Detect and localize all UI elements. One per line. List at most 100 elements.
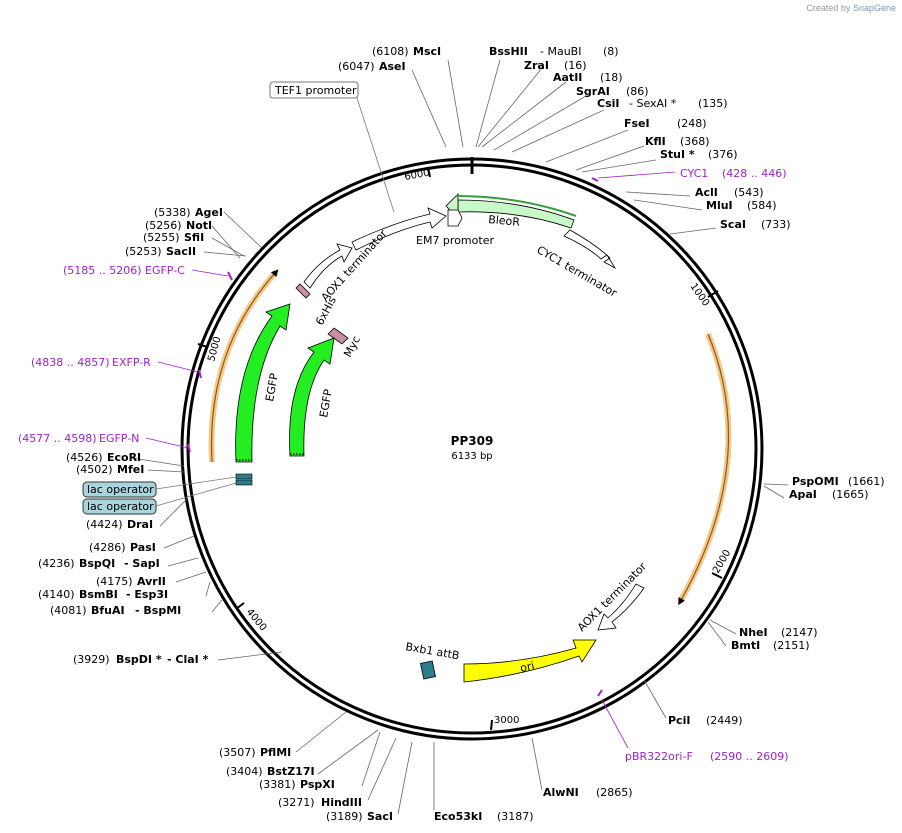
site-csiI-name: CsiI bbox=[597, 97, 619, 110]
lac-operator-2-leader bbox=[155, 482, 237, 507]
site-pflMI[interactable]: (3507) PflMI bbox=[219, 746, 291, 759]
site-alwNI[interactable]: AlwNI (2865) bbox=[543, 786, 633, 799]
site-eco53kI[interactable]: Eco53kI (3187) bbox=[434, 810, 534, 823]
site-aclI[interactable]: AclI (543) bbox=[695, 186, 764, 199]
site-pciI-name: PciI bbox=[668, 714, 690, 727]
site-pasI-pos: (4286) bbox=[89, 541, 126, 554]
bxb1-attb-label: Bxb1 attB bbox=[404, 640, 460, 662]
site-bspQI-extra: - SapI bbox=[124, 557, 160, 570]
site-pspOMI[interactable]: PspOMI (1661) bbox=[792, 475, 885, 488]
site-pciI[interactable]: PciI (2449) bbox=[668, 714, 743, 727]
site-sacI-pos: (3189) bbox=[326, 810, 363, 823]
primer-egfp-c[interactable]: (5185 .. 5206) EGFP-C bbox=[63, 264, 233, 281]
egfp-inner-feature[interactable] bbox=[289, 337, 335, 457]
site-stuI-name: StuI * bbox=[660, 148, 695, 161]
site-apaI-pos: (1665) bbox=[832, 488, 869, 501]
site-mscI-pos: (6108) bbox=[372, 45, 409, 58]
primer-egfp-n[interactable]: (4577 .. 4598) EGFP-N bbox=[18, 432, 191, 453]
site-notI-name: NotI bbox=[186, 219, 212, 232]
lac-operator-1-label: lac operator bbox=[87, 483, 154, 496]
site-mscI[interactable]: (6108) MscI bbox=[372, 45, 441, 58]
bleor-feature[interactable] bbox=[457, 199, 575, 229]
site-ageI[interactable]: (5338) AgeI bbox=[154, 206, 223, 219]
site-sfiI-name: SfiI bbox=[184, 231, 204, 244]
site-csiI[interactable]: CsiI - SexAI * (135) bbox=[597, 97, 728, 110]
primer-egfp-n-range: (4577 .. 4598) bbox=[18, 432, 97, 445]
site-bspDI[interactable]: (3929) BspDI * - ClaI * bbox=[73, 653, 209, 666]
site-nheI[interactable]: NheI (2147) bbox=[739, 626, 818, 639]
site-ecoRI[interactable]: (4526) EcoRI bbox=[66, 451, 141, 464]
site-bspDI-pos: (3929) bbox=[73, 653, 110, 666]
site-bfuAI-pos: (4081) bbox=[50, 604, 87, 617]
watermark-prefix: Created by bbox=[806, 3, 851, 13]
lac-operator-2-feature[interactable] bbox=[235, 479, 253, 486]
egfp-outer-feature[interactable] bbox=[235, 303, 291, 463]
lac-operator-1-feature[interactable] bbox=[235, 473, 253, 480]
site-sacI[interactable]: (3189) SacI bbox=[326, 810, 393, 823]
ori-feature[interactable] bbox=[463, 639, 597, 683]
primer-exfp-r[interactable]: (4838 .. 4857) EXFP-R bbox=[31, 356, 202, 379]
em7-promoter-feature[interactable] bbox=[447, 209, 463, 227]
site-bsshII-pos: (8) bbox=[603, 45, 619, 58]
primer-cyc1-name: CYC1 bbox=[680, 167, 708, 180]
primer-pbr322ori-f[interactable]: pBR322ori-F (2590 .. 2609) bbox=[597, 689, 789, 763]
site-mfeI[interactable]: (4502) MfeI bbox=[76, 463, 144, 476]
site-aclI-name: AclI bbox=[695, 186, 718, 199]
site-zraI[interactable]: ZraI (16) bbox=[524, 59, 587, 72]
site-bsshII[interactable]: BssHII - MauBI (8) bbox=[489, 45, 619, 58]
site-fseI[interactable]: FseI (248) bbox=[624, 117, 707, 130]
site-bsmBI-pos: (4140) bbox=[38, 588, 75, 601]
site-csiI-pos: (135) bbox=[698, 97, 728, 110]
his-tag-feature[interactable] bbox=[295, 283, 311, 299]
site-bsmBI-extra: - Esp3I bbox=[126, 588, 168, 601]
site-pasI[interactable]: (4286) PasI bbox=[89, 541, 156, 554]
site-scaI[interactable]: ScaI (733) bbox=[720, 218, 791, 231]
cyc1-terminator-label: CYC1 terminator bbox=[535, 243, 620, 300]
site-mluI[interactable]: MluI (584) bbox=[706, 199, 777, 212]
site-bspDI-extra: - ClaI * bbox=[167, 653, 209, 666]
site-aseI[interactable]: (6047) AseI bbox=[338, 60, 406, 73]
site-pspXI[interactable]: (3381) PspXI bbox=[259, 778, 335, 791]
bleor-highlight bbox=[455, 195, 577, 217]
site-sgrAI[interactable]: SgrAI (86) bbox=[576, 85, 649, 98]
site-bsmBI-name: BsmBI bbox=[79, 588, 118, 601]
site-bsshII-name: BssHII bbox=[489, 45, 528, 58]
primer-egfp-c-leader bbox=[191, 269, 229, 277]
site-draI[interactable]: (4424) DraI bbox=[86, 518, 153, 531]
primer-egfp-c-name: EGFP-C bbox=[145, 264, 185, 277]
site-pspOMI-name: PspOMI bbox=[792, 475, 839, 488]
site-pciI-pos: (2449) bbox=[706, 714, 743, 727]
tef1-promoter-feature[interactable] bbox=[351, 207, 447, 251]
site-stuI[interactable]: StuI * (376) bbox=[660, 148, 738, 161]
site-notI[interactable]: (5256) NotI bbox=[145, 219, 212, 232]
site-bfuAI[interactable]: (4081) BfuAI - BspMI bbox=[50, 604, 181, 617]
site-ecoRI-pos: (4526) bbox=[66, 451, 103, 464]
site-avrII[interactable]: (4175) AvrII bbox=[96, 575, 166, 588]
site-bstZ17I[interactable]: (3404) BstZ17I bbox=[226, 765, 315, 778]
site-bstZ17I-pos: (3404) bbox=[226, 765, 263, 778]
aox1-terminator-bottom-feature[interactable] bbox=[597, 583, 645, 631]
site-ageI-name: AgeI bbox=[195, 206, 223, 219]
aox1-terminator-top-feature[interactable] bbox=[303, 243, 353, 289]
myc-tag-feature[interactable] bbox=[327, 327, 349, 345]
tef1-promoter-label: TEF1 promoter bbox=[274, 84, 357, 97]
site-bspQI[interactable]: (4236) BspQI - SapI bbox=[38, 557, 160, 570]
primer-cyc1[interactable]: CYC1 (428 .. 446) bbox=[591, 167, 787, 182]
cyc1-terminator-feature[interactable] bbox=[563, 229, 617, 270]
primer-cyc1-leader bbox=[597, 171, 676, 179]
plasmid-name: PP309 bbox=[451, 434, 494, 448]
site-sfiI[interactable]: (5255) SfiI bbox=[143, 231, 204, 244]
site-bspQI-name: BspQI bbox=[79, 557, 115, 570]
primer-egfp-c-mark bbox=[227, 271, 233, 281]
site-mluI-name: MluI bbox=[706, 199, 733, 212]
site-sacII[interactable]: (5253) SacII bbox=[125, 245, 196, 258]
site-kflI[interactable]: KflI (368) bbox=[645, 135, 710, 148]
site-bmtI[interactable]: BmtI (2151) bbox=[731, 639, 810, 652]
site-aatII[interactable]: AatII (18) bbox=[553, 71, 623, 84]
site-bsmBI[interactable]: (4140) BsmBI - Esp3I bbox=[38, 588, 168, 601]
site-hindIII[interactable]: (3271) HindIII bbox=[278, 796, 362, 809]
bxb1-attb-feature[interactable] bbox=[419, 660, 437, 680]
site-apaI[interactable]: ApaI (1665) bbox=[789, 488, 869, 501]
site-aclI-pos: (543) bbox=[734, 186, 764, 199]
